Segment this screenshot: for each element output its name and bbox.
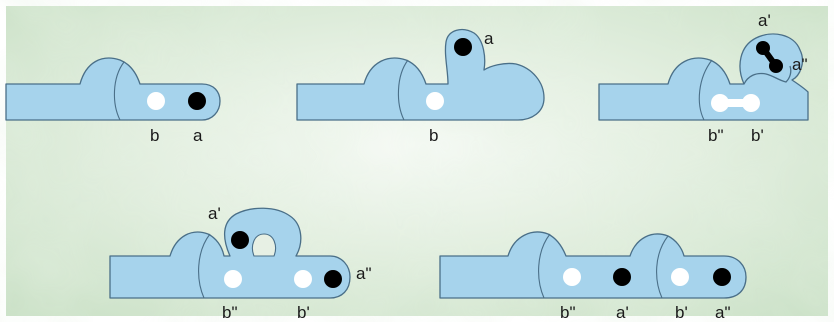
panel-3-black-dot-bottom [769,59,783,73]
panel-4-black-dot-right [324,270,342,288]
panel-1: b a [5,57,221,145]
panel-4-label-a-double-prime: a" [356,264,372,283]
panel-3-black-dot-top [756,41,770,55]
panel-5-white-dot-right [671,268,689,286]
panel-3-crease [698,59,713,121]
panel-5-black-dot-left [613,268,631,286]
panel-2-crease [397,59,409,121]
panel-3-label-a-prime: a' [758,11,771,30]
panel-4-crease [198,233,211,299]
panel-5-label-a-prime: a' [616,303,629,322]
panel-3-label-a-double-prime: a" [792,55,808,74]
panel-3-label-b-double-prime: b" [708,126,724,145]
panel-2-black-dot [454,38,472,56]
panel-3-label-b-prime: b' [751,126,764,145]
panel-1-body [5,57,221,121]
panel-5-body [439,231,747,299]
panel-4-label-b-double-prime: b" [222,303,238,322]
panel-5-crease-left [538,233,551,299]
panel-5-black-dot-right [713,268,731,286]
panel-3-white-dumbbell [711,94,760,112]
panel-2: b a [296,28,545,145]
panel-1-crease [113,61,125,121]
panel-5: b" a' b' a" [439,231,747,322]
panel-5-crease-right [656,235,669,299]
panel-4-label-b-prime: b' [297,303,310,322]
panel-4-label-a-prime: a' [208,204,221,223]
panel-1-black-dot [188,92,206,110]
panel-2-white-dot [426,92,444,110]
panel-4-white-dot-right [294,270,312,288]
panel-4: a' b" b' a" [109,204,372,322]
panel-1-label-b: b [150,126,159,145]
panel-3-white-bridge [720,99,751,107]
panel-4-loop-hole [251,233,277,257]
panel-1-label-a: a [193,126,203,145]
panel-5-label-a-double-prime: a" [715,303,731,322]
panel-5-white-dot-left [563,268,581,286]
panel-3: b" b' a' a" [598,11,809,145]
panel-5-label-b-prime: b' [675,303,688,322]
panel-2-body [296,28,545,121]
panel-3-black-dumbbell [756,41,783,73]
panel-1-white-dot [147,92,165,110]
panel-2-label-a: a [484,29,494,48]
panel-4-white-dot-left [224,270,242,288]
panel-5-label-b-double-prime: b" [560,303,576,322]
panel-2-label-b: b [429,126,438,145]
panel-4-black-dot-bump [231,231,249,249]
